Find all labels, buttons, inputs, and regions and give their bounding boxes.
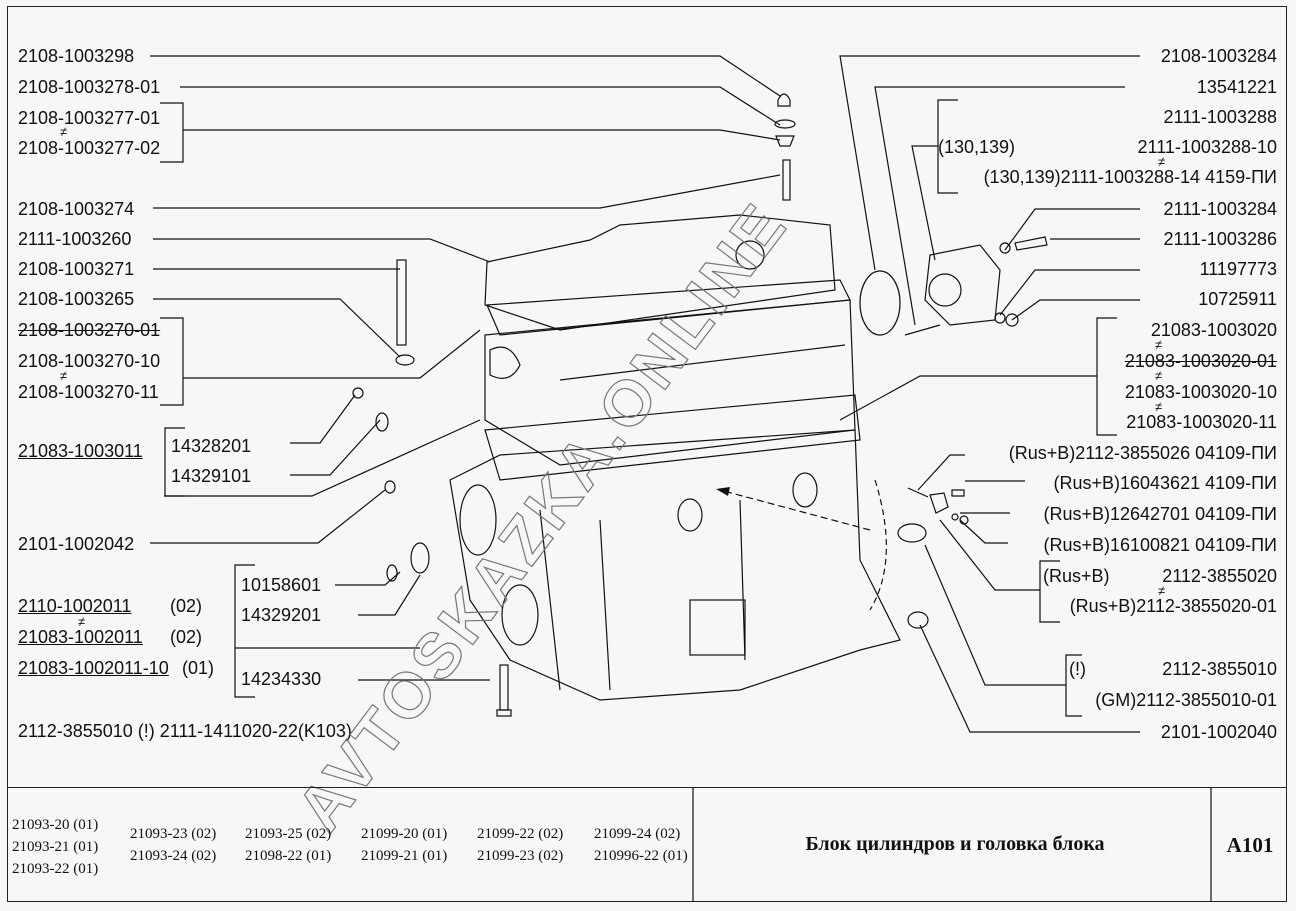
model-item: 21093-24 (02) (130, 848, 217, 864)
model-item: 21099-22 (02) (477, 826, 564, 842)
part-label-discontinued: 21083-1003020-01 (1124, 351, 1277, 371)
water-pump (924, 244, 1001, 326)
part-label: 2111-1003288 (1163, 107, 1277, 127)
title-block (7, 787, 1287, 902)
o-ring-shape (859, 270, 901, 336)
part-label: 2111-1003288-10 (1137, 137, 1277, 157)
cylinder-head (484, 299, 856, 466)
part-label: (Rus+B)12642701 04109-ПИ (1043, 504, 1277, 524)
not-interchangeable-icon: ≠ (78, 614, 86, 629)
part-label: 2111-1003286 (1163, 229, 1277, 249)
part-label: 14234330 (241, 669, 322, 689)
not-interchangeable-icon: ≠ (1155, 368, 1163, 383)
part-label: 10158601 (241, 575, 322, 595)
part-label: 2108-1003277-02 (18, 138, 161, 158)
part-kit-label: 21083-1002011 (18, 627, 143, 647)
not-interchangeable-icon: ≠ (60, 124, 68, 139)
model-item: 21093-21 (01) (12, 839, 99, 855)
part-label: 14328201 (171, 436, 252, 456)
model-item: 21093-23 (02) (130, 826, 217, 842)
part-label: 2111-1003284 (1163, 199, 1277, 219)
part-label: 13541221 (1196, 77, 1277, 97)
part-label: 2112-3855020 (1162, 566, 1277, 586)
part-label: 2108-1003274 (18, 199, 135, 219)
part-label: 2108-1003284 (1160, 46, 1277, 66)
not-interchangeable-icon: ≠ (1155, 337, 1163, 352)
not-interchangeable-icon: ≠ (1155, 399, 1163, 414)
left-brackets (160, 102, 420, 698)
part-label-discontinued: 2108-1003270-01 (18, 320, 161, 340)
part-label: (Rus+B)16043621 4109-ПИ (1053, 473, 1277, 493)
not-interchangeable-icon: ≠ (1158, 583, 1166, 598)
model-item: 210996-22 (01) (594, 848, 688, 864)
part-label: 21083-1003020-10 (1124, 382, 1277, 402)
model-list-col-3: 21093-25 (02) 21098-22 (01) (245, 823, 331, 867)
model-item: 21098-22 (01) (245, 848, 332, 864)
not-interchangeable-icon: ≠ (60, 368, 68, 383)
part-label: 2108-1003270-10 (18, 351, 161, 371)
part-label: 14329201 (241, 605, 322, 625)
part-label: (Rus+B)2112-3855026 04109-ПИ (1008, 443, 1277, 463)
part-label: 2112-3855010 (1162, 659, 1277, 679)
part-label: 2101-1002040 (1160, 722, 1277, 742)
model-item: 21093-25 (02) (245, 826, 332, 842)
part-label: (GM)2112-3855010-01 (1095, 690, 1277, 710)
part-label: 2108-1003265 (18, 289, 135, 309)
part-label: 2108-1003278-01 (18, 77, 161, 97)
model-item: 21093-20 (01) (12, 817, 99, 833)
part-label: 10725911 (1198, 289, 1277, 309)
model-list-col-1: 21093-20 (01) 21093-21 (01) 21093-22 (01… (12, 814, 98, 880)
part-label: 2101-1002042 (18, 534, 135, 554)
page-title: Блок цилиндров и головка блока (805, 833, 1105, 855)
model-list-col-5: 21099-22 (02) 21099-23 (02) (477, 823, 563, 867)
applicability-note: 2112-3855010 (!) 2111-1411020-22(K103) (18, 721, 352, 741)
valve-cover (484, 214, 836, 331)
part-label: 2111-1003260 (18, 229, 132, 249)
part-label: 2108-1003298 (18, 46, 135, 66)
part-label: 11197773 (1199, 259, 1277, 279)
part-label: 21083-1003020-11 (1126, 412, 1277, 432)
model-item: 21099-21 (01) (361, 848, 448, 864)
part-label: 2108-1003270-11 (18, 382, 159, 402)
part-note: (130,139) (938, 137, 1016, 157)
part-version: (01) (182, 658, 215, 678)
part-kit-label: 21083-1002011-10 (18, 658, 169, 678)
part-note: (!) (1069, 659, 1086, 679)
model-item: 21093-22 (01) (12, 861, 99, 877)
part-kit-label: 21083-1003011 (18, 441, 143, 461)
part-kit-label: 2110-1002011 (18, 596, 132, 616)
page-code: A101 (1226, 833, 1274, 857)
part-label: 2108-1003271 (18, 259, 135, 279)
right-leader-lines (839, 55, 1140, 733)
part-label: (130,139)2111-1003288-14 4159-ПИ (983, 167, 1277, 187)
model-item: 21099-24 (02) (594, 826, 681, 842)
part-label: 14329101 (171, 466, 252, 486)
part-label: (Rus+B)2112-3855020-01 (1069, 596, 1277, 616)
part-version: (02) (170, 627, 203, 647)
not-interchangeable-icon: ≠ (1158, 154, 1166, 169)
part-label: (Rus+B)16100821 04109-ПИ (1043, 535, 1277, 555)
part-note: (Rus+B) (1043, 566, 1110, 586)
model-list-col-4: 21099-20 (01) 21099-21 (01) (361, 823, 447, 867)
model-item: 21099-20 (01) (361, 826, 448, 842)
model-item: 21099-23 (02) (477, 848, 564, 864)
drawing-frame (7, 6, 1287, 902)
part-label: 2108-1003277-01 (18, 108, 161, 128)
part-label: 21083-1003020 (1150, 320, 1277, 340)
model-list-col-6: 21099-24 (02) 210996-22 (01) (594, 823, 688, 867)
model-list-col-2: 21093-23 (02) 21093-24 (02) (130, 823, 216, 867)
left-leader-lines (150, 55, 781, 681)
assembly-arrow (719, 489, 871, 531)
part-version: (02) (170, 596, 203, 616)
cylinder-block (449, 429, 901, 701)
